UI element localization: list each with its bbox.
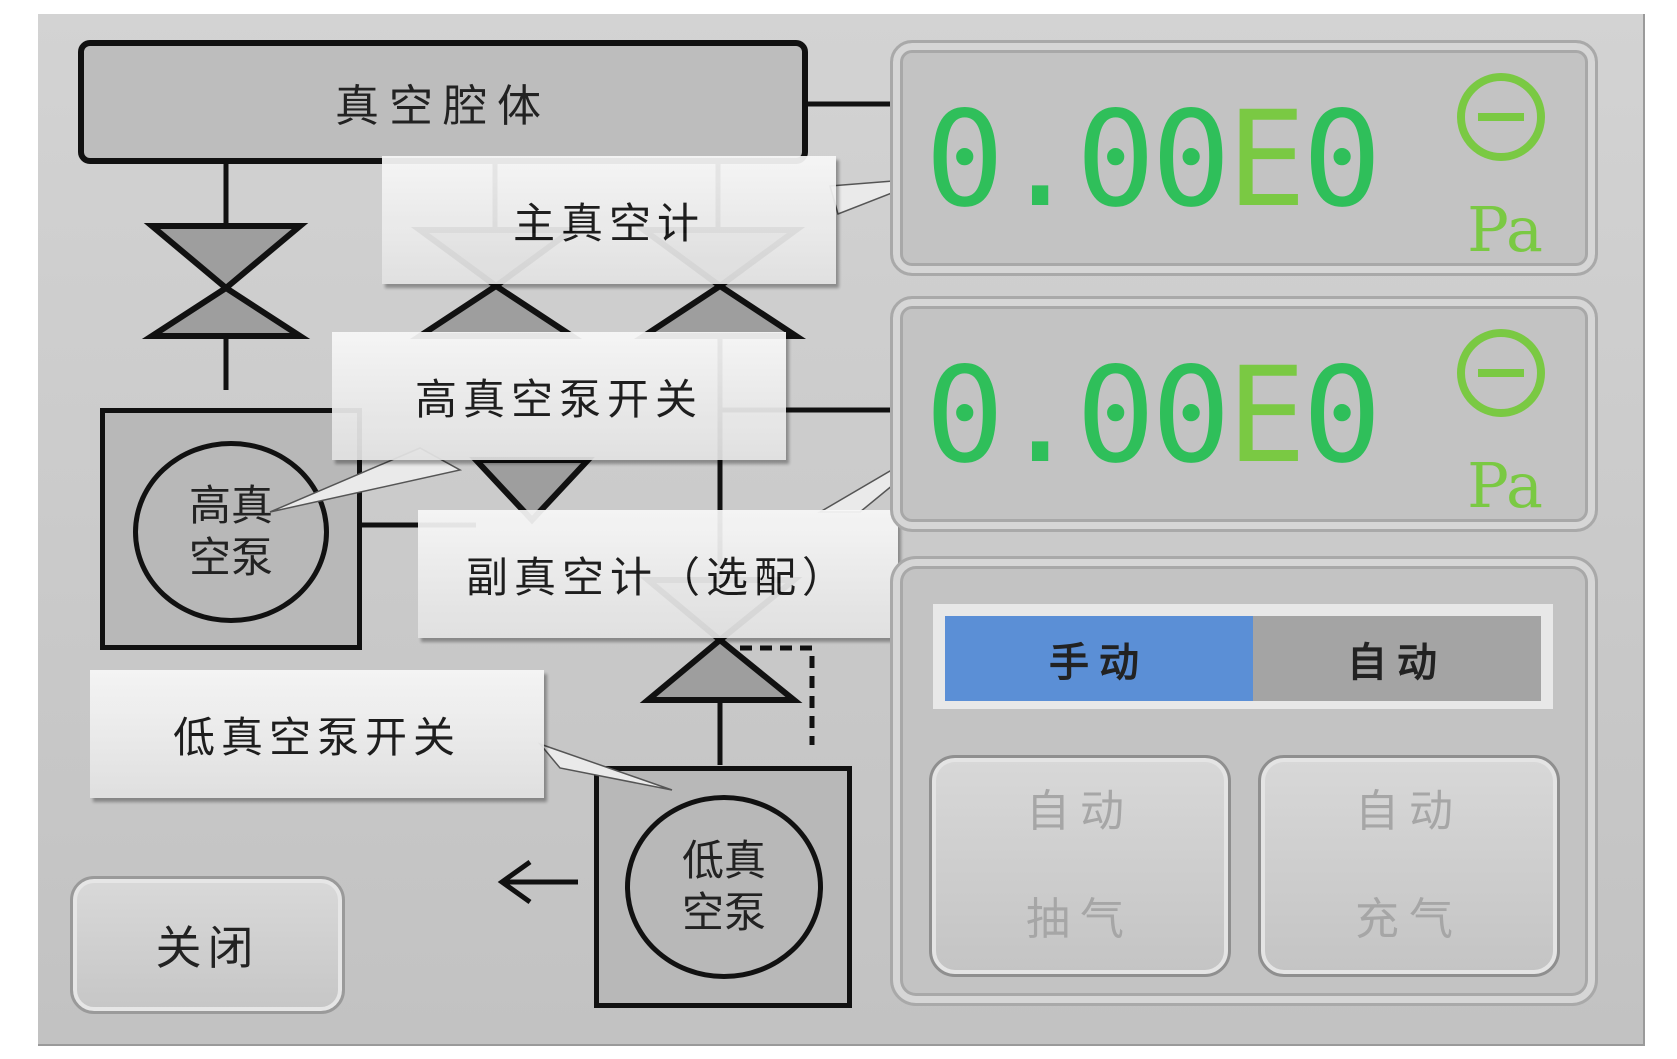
hv-bypass-valve[interactable] [469, 457, 595, 525]
callout-lv-pump-switch: 低真空泵开关 [90, 670, 544, 798]
callout-main-gauge: 主真空计 [382, 156, 836, 284]
vacuum-chamber: 真空腔体 [78, 40, 808, 164]
main-gauge-unit: Pa [1467, 193, 1543, 266]
main-vacuum-gauge: 0.00E0 Pa [890, 40, 1598, 276]
main-gauge-minus-icon[interactable] [1457, 73, 1545, 161]
main-gauge-reading: 0.00E0 [925, 83, 1382, 237]
auto-pump-button[interactable]: 自动抽气 [929, 755, 1231, 977]
auto-vent-label-1: 自动 [1355, 786, 1463, 837]
aux-gauge-minus-icon[interactable] [1457, 329, 1545, 417]
auto-pump-label-1: 自动 [1026, 786, 1134, 837]
auto-vent-button[interactable]: 自动充气 [1258, 755, 1560, 977]
low-vacuum-pump-symbol: 低真空泵 [625, 795, 823, 979]
lv-pump-label-2: 空泵 [681, 888, 766, 937]
mode-control-panel: 手动 自动 自动抽气 自动充气 [890, 556, 1598, 1006]
callout-aux-gauge: 副真空计（选配） [418, 510, 898, 638]
lv-pump-label-1: 低真 [681, 836, 766, 885]
close-button[interactable]: 关闭 [70, 876, 345, 1014]
high-vacuum-pump[interactable]: 高真空泵 [100, 408, 362, 650]
mode-toggle: 手动 自动 [933, 604, 1553, 709]
aux-vacuum-gauge: 0.00E0 Pa [890, 296, 1598, 532]
mode-manual-button[interactable]: 手动 [945, 616, 1253, 701]
high-vacuum-pump-symbol: 高真空泵 [133, 441, 329, 623]
hv-pump-label-2: 空泵 [188, 533, 273, 582]
aux-gauge-unit: Pa [1467, 449, 1543, 522]
aux-gauge-reading: 0.00E0 [925, 339, 1382, 493]
hv-pump-label-1: 高真 [188, 481, 273, 530]
auto-pump-label-2: 抽气 [1026, 894, 1134, 945]
mode-auto-button[interactable]: 自动 [1253, 616, 1541, 701]
hv-gate-valve-top[interactable] [143, 223, 309, 292]
low-vacuum-pump[interactable]: 低真空泵 [594, 766, 852, 1008]
auto-vent-label-2: 充气 [1355, 894, 1463, 945]
callout-hv-pump-switch: 高真空泵开关 [332, 332, 786, 460]
